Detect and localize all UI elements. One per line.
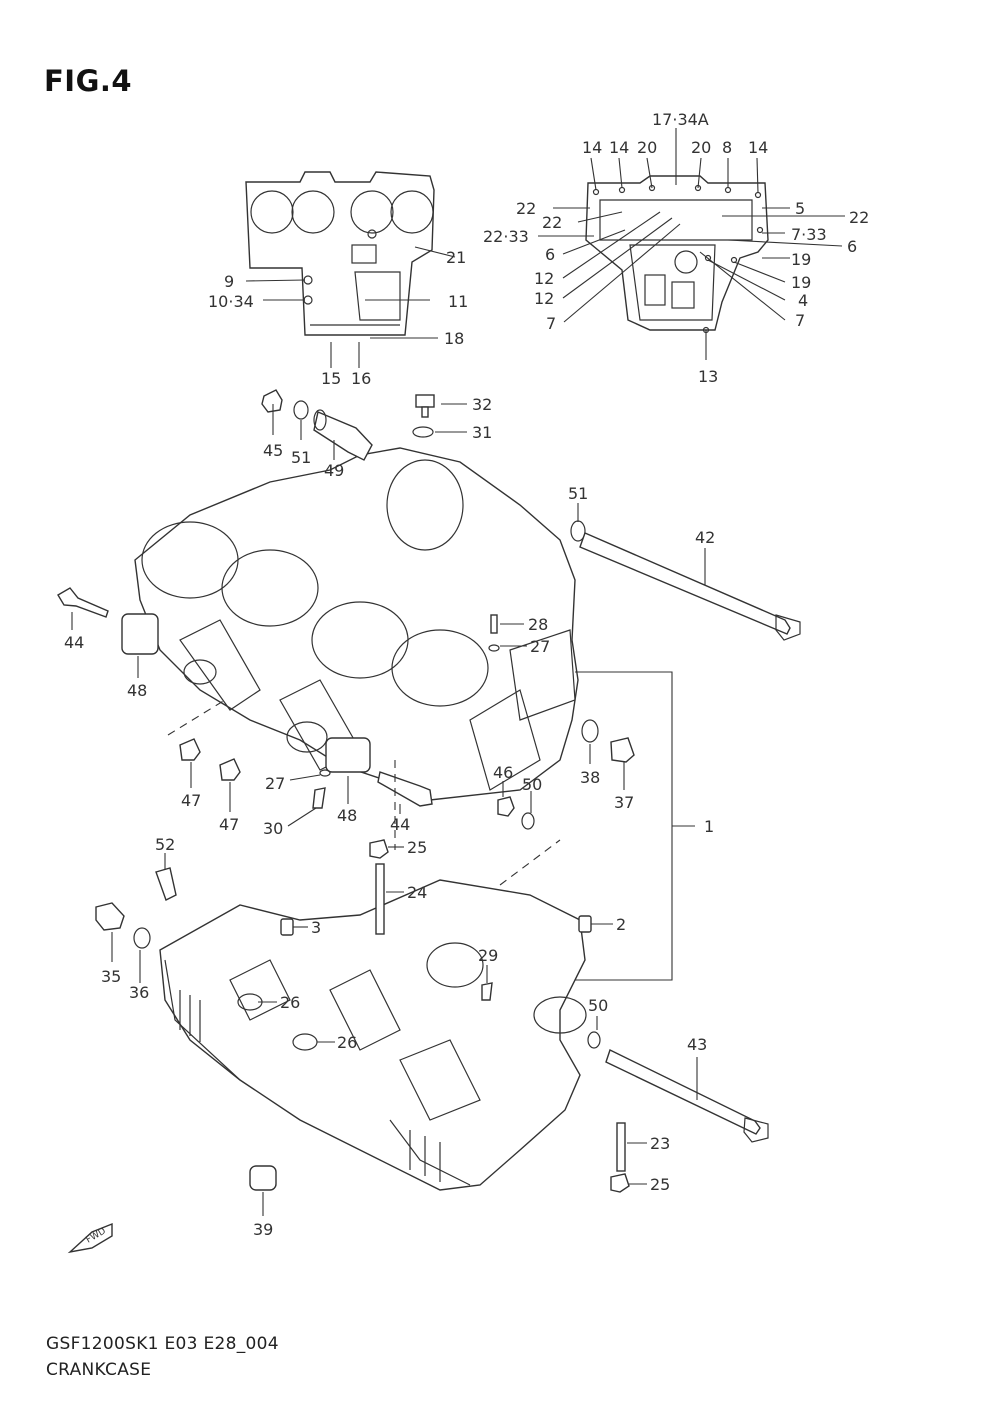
callout-label: 47 (219, 815, 239, 834)
callout-label: 21 (446, 248, 466, 267)
callout-label: 51 (568, 484, 588, 503)
callout-label: 47 (181, 791, 201, 810)
callout-label: 19 (791, 250, 811, 269)
callout-label: 6 (545, 245, 555, 264)
callout-label: 12 (534, 269, 554, 288)
callout-label: 3 (311, 918, 321, 937)
callout-label: 48 (337, 806, 357, 825)
callout-label: 46 (493, 763, 513, 782)
callout-label: 27 (530, 637, 550, 656)
figure-code: GSF1200SK1 E03 E28_004 (46, 1334, 279, 1354)
callout-label: 28 (528, 615, 548, 634)
lower-crankcase (159, 879, 587, 1191)
callout-label: 26 (337, 1033, 357, 1052)
figure-title: FIG.4 (44, 64, 133, 98)
callout-label: 8 (722, 138, 732, 157)
callout-label: 11 (448, 292, 468, 311)
callout-label: 14 (609, 138, 629, 157)
callout-labels: 17·34A 14 14 20 20 8 14 22 5 22 22 22·33… (64, 110, 869, 1239)
callout-label: 15 (321, 369, 341, 388)
callout-label: 26 (280, 993, 300, 1012)
callout-label: 52 (155, 835, 175, 854)
callout-label: 48 (127, 681, 147, 700)
callout-label: 20 (637, 138, 657, 157)
inset-upper-case (245, 171, 435, 336)
callout-label: 49 (324, 461, 344, 480)
callout-label: 25 (650, 1175, 670, 1194)
callout-label: 16 (351, 369, 371, 388)
callout-label: 30 (263, 819, 283, 838)
leader-lines (71, 128, 845, 1216)
callout-label: 24 (407, 883, 427, 902)
callout-label: 10·34 (208, 292, 254, 311)
callout-label: 6 (847, 237, 857, 256)
callout-label: 45 (263, 441, 283, 460)
callout-label: 4 (798, 291, 808, 310)
callout-label: 5 (795, 199, 805, 218)
figure-name: CRANKCASE (46, 1360, 152, 1380)
upper-crankcase (134, 447, 579, 801)
callout-label: 12 (534, 289, 554, 308)
callout-label: 44 (390, 815, 410, 834)
callout-label: 25 (407, 838, 427, 857)
callout-label: 14 (748, 138, 768, 157)
callout-label: 22 (516, 199, 536, 218)
callout-label: 36 (129, 983, 149, 1002)
callout-label: 27 (265, 774, 285, 793)
callout-label: 7 (546, 314, 556, 333)
callout-label: 9 (224, 272, 234, 291)
callout-label: 14 (582, 138, 602, 157)
callout-label: 13 (698, 367, 718, 386)
callout-label: 7·33 (791, 225, 827, 244)
callout-label: 35 (101, 967, 121, 986)
callout-label: 42 (695, 528, 715, 547)
callout-label: 1 (704, 817, 714, 836)
callout-label: 2 (616, 915, 626, 934)
callout-label: 7 (795, 311, 805, 330)
fwd-arrow-icon (67, 1222, 113, 1254)
callout-label: 19 (791, 273, 811, 292)
callout-label: 22·33 (483, 227, 529, 246)
small-parts: FWD (57, 389, 801, 1254)
callout-label: 18 (444, 329, 464, 348)
callout-label: 22 (542, 213, 562, 232)
inset-lower-case (585, 175, 769, 334)
callout-label: 51 (291, 448, 311, 467)
callout-label: 31 (472, 423, 492, 442)
callout-label: 38 (580, 768, 600, 787)
callout-label: 29 (478, 946, 498, 965)
callout-label: 43 (687, 1035, 707, 1054)
callout-label: 32 (472, 395, 492, 414)
callout-label: 17·34A (652, 110, 709, 129)
callout-label: 23 (650, 1134, 670, 1153)
callout-label: 22 (849, 208, 869, 227)
callout-label: 50 (588, 996, 608, 1015)
callout-label: 50 (522, 775, 542, 794)
callout-label: 39 (253, 1220, 273, 1239)
callout-label: 37 (614, 793, 634, 812)
callout-label: 44 (64, 633, 84, 652)
callout-label: 20 (691, 138, 711, 157)
